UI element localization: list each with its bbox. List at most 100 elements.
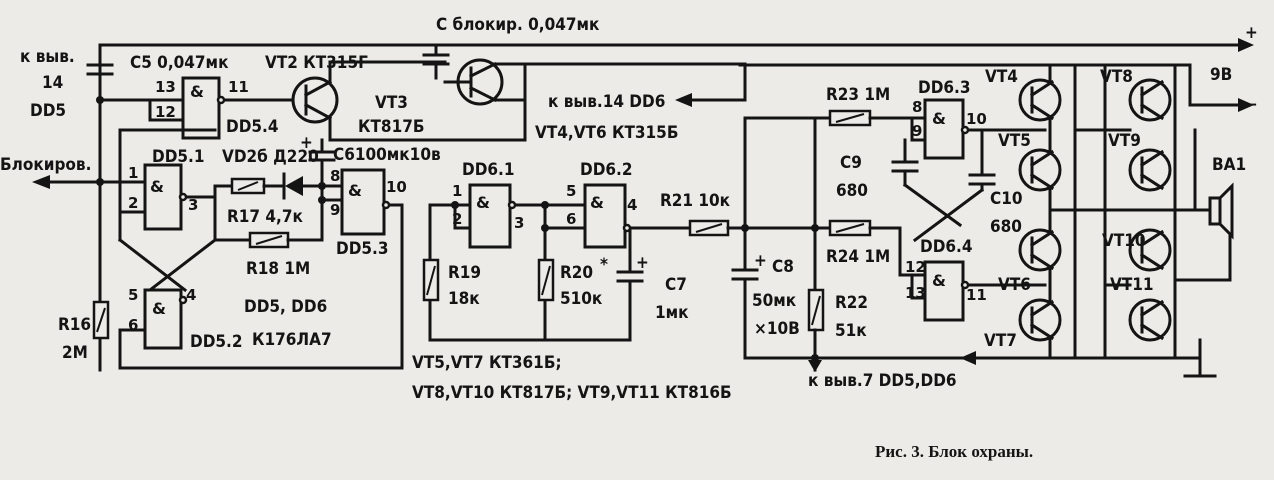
dd51-label: DD5.1	[152, 147, 205, 167]
dd5-top-label: DD5	[30, 101, 66, 121]
transistor-note-1: VT5,VT7 КТ361Б;	[412, 353, 562, 373]
dd53-output-bubble	[381, 200, 391, 210]
pin-11-dd64: 11	[966, 286, 987, 304]
vt10-label: VT10	[1102, 231, 1146, 251]
dd6-3-gate	[898, 98, 1047, 177]
dd61-output-bubble	[507, 200, 517, 210]
vt5-label: VT5	[998, 131, 1031, 151]
r22-resistor	[807, 226, 825, 372]
amp-dd61: &	[476, 193, 490, 212]
pin-2-dd61: 2	[452, 210, 462, 228]
dd64-output-bubble	[960, 280, 970, 290]
pin-5-dd52: 5	[128, 286, 138, 304]
k-vyv-7-label: к выв.7 DD5,DD6	[808, 371, 957, 391]
minus-sign: −	[1245, 95, 1258, 115]
vt11-transistor	[1128, 298, 1172, 342]
pin-11-dd54: 11	[228, 78, 249, 96]
vt6-transistor	[1018, 228, 1062, 272]
minus-rail	[738, 63, 1254, 112]
amp-dd63: &	[932, 109, 946, 128]
r17-resistor	[213, 177, 285, 195]
c10-label: С10	[990, 189, 1023, 209]
dd6-supply-arrow	[675, 62, 747, 107]
c6-plus: +	[300, 133, 313, 153]
r20-star: *	[600, 255, 608, 275]
c10-capacitor	[912, 173, 996, 243]
dd6-2-gate	[541, 183, 692, 342]
dd54-output-bubble	[216, 95, 226, 105]
r24-resistor	[828, 219, 902, 277]
c8-value-1: 50мк	[752, 291, 797, 311]
amp-dd54: &	[190, 82, 204, 101]
r16-resistor	[92, 300, 110, 340]
dd52-output-bubble	[178, 295, 188, 305]
vt4-transistor	[1018, 78, 1062, 122]
r16-label: R16	[58, 315, 91, 335]
dd62-label: DD6.2	[580, 160, 633, 180]
c8-label: С8	[772, 257, 794, 277]
pin-10-dd53: 10	[386, 178, 407, 196]
vt2-label: VT2 КТ315Г	[265, 53, 368, 73]
vt10-transistor	[1128, 228, 1172, 272]
dd63-output-bubble	[960, 125, 970, 135]
c7-label: С7	[665, 275, 687, 295]
vt3-label: VT3	[375, 93, 408, 113]
c8-plus: +	[754, 251, 767, 271]
ground-pin-arrow	[960, 351, 976, 365]
pin-3-dd51: 3	[188, 196, 198, 214]
pin-6-dd62: 6	[566, 210, 576, 228]
dd62-output-bubble	[622, 223, 632, 233]
r20-label: R20	[560, 263, 593, 283]
k-vyv-14-num: 14	[42, 73, 63, 93]
ba1-speaker	[1208, 182, 1234, 240]
c6-label: С6100мк10в	[333, 145, 441, 165]
c9-capacitor	[891, 138, 963, 228]
vt9-label: VT9	[1108, 131, 1141, 151]
pin-6-dd52: 6	[128, 316, 138, 334]
figure-caption: Рис. 3. Блок охраны.	[875, 442, 1033, 461]
c10-value: 680	[990, 217, 1022, 237]
vt3-type-label: КТ817Б	[358, 117, 425, 137]
pin-13-dd64: 13	[905, 284, 926, 302]
k-vyv-14-label: к выв.	[20, 47, 75, 67]
plus-sign: +	[1245, 23, 1258, 43]
r22-value: 51к	[835, 321, 867, 341]
vt3-transistor	[328, 58, 747, 142]
c7-plus: +	[636, 253, 649, 273]
r20-value: 510к	[560, 289, 603, 309]
pin-9-dd63: 9	[912, 122, 922, 140]
r17-label: R17 4,7к	[227, 207, 303, 227]
pin-5-dd62: 5	[566, 182, 576, 200]
k176-label: К176ЛА7	[252, 330, 332, 350]
amp-dd62: &	[590, 193, 604, 212]
pin-1-dd51: 1	[128, 164, 138, 182]
vd2-label: VD2б Д220	[222, 147, 319, 167]
r19-label: R19	[448, 263, 481, 283]
pin-9-dd53: 9	[330, 201, 340, 219]
c6-capacitor	[308, 138, 336, 177]
c7-capacitor	[428, 270, 644, 342]
c9-label: С9	[840, 153, 862, 173]
vt9-transistor	[1128, 148, 1172, 192]
c9-value: 680	[836, 181, 868, 201]
r19-resistor	[422, 258, 440, 302]
pin-12-dd54: 12	[155, 103, 176, 121]
pin-4-dd52: 4	[186, 286, 196, 304]
dd51-output-bubble	[178, 192, 188, 202]
pin-12-dd64: 12	[905, 258, 926, 276]
vt8-label: VT8	[1100, 67, 1133, 87]
r18-resistor	[213, 173, 326, 249]
dd54-label: DD5.4	[226, 117, 279, 137]
vt7-transistor	[1018, 298, 1062, 342]
vt4-label: VT4	[985, 67, 1018, 87]
pin-3-dd61: 3	[514, 214, 524, 232]
pin-4-dd62: 4	[627, 196, 637, 214]
vt4-vt6-label: VT4,VT6 КТ315Б	[535, 123, 678, 143]
dd5-1-gate	[118, 128, 217, 242]
dd61-label: DD6.1	[462, 160, 515, 180]
amp-dd51: &	[150, 177, 164, 196]
pin-10-dd63: 10	[966, 110, 987, 128]
amp-dd52: &	[152, 299, 166, 318]
c-block-label: С блокир. 0,047мк	[436, 15, 600, 35]
